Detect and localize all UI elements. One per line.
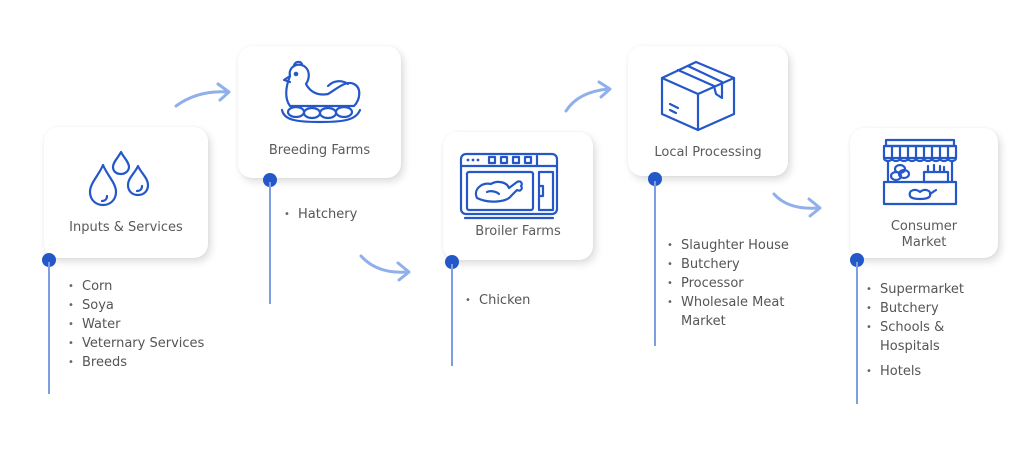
list-item: Butchery bbox=[667, 255, 807, 274]
stage-items-list: Slaughter House Butchery Processor Whole… bbox=[667, 236, 807, 331]
list-item: Breeds bbox=[68, 353, 204, 372]
oven-chicken-icon bbox=[459, 152, 559, 220]
market-stall-icon bbox=[882, 138, 958, 206]
water-drops-icon bbox=[88, 150, 150, 207]
timeline-dot bbox=[42, 253, 56, 267]
stage-title: Breeding Farms bbox=[268, 143, 371, 158]
stage-title: Broiler Farms bbox=[475, 224, 561, 239]
timeline-dot bbox=[648, 172, 662, 186]
flow-arrow-4-icon bbox=[772, 192, 822, 218]
list-item: Water bbox=[68, 315, 204, 334]
stage-title-line2: Market bbox=[901, 235, 947, 250]
stage-title-line1: Consumer bbox=[890, 219, 958, 234]
list-item: Processor bbox=[667, 274, 807, 293]
list-item: Hotels bbox=[866, 362, 991, 381]
list-item: Schools & Hospitals bbox=[866, 318, 991, 356]
stage-card-broiler-farms: Broiler Farms bbox=[443, 132, 593, 260]
stage-items-list: Corn Soya Water Veternary Services Breed… bbox=[68, 277, 204, 372]
timeline-dot bbox=[850, 253, 864, 267]
stage-items-list: Supermarket Butchery Schools & Hospitals… bbox=[866, 280, 991, 381]
stage-title: Local Processing bbox=[654, 145, 762, 160]
stage-card-breeding-farms: Breeding Farms bbox=[238, 46, 401, 178]
timeline-dot bbox=[263, 173, 277, 187]
timeline-dot bbox=[445, 255, 459, 269]
list-item: Wholesale Meat Market bbox=[667, 293, 807, 331]
flow-arrow-2-icon bbox=[359, 254, 411, 282]
list-item: Slaughter House bbox=[667, 236, 807, 255]
stage-items-list: Hatchery bbox=[284, 205, 357, 224]
timeline-line bbox=[48, 262, 50, 394]
timeline-line bbox=[269, 182, 271, 304]
stage-items-list: Chicken bbox=[465, 291, 530, 310]
list-item: Supermarket bbox=[866, 280, 991, 299]
list-item: Chicken bbox=[465, 291, 530, 310]
list-item: Hatchery bbox=[284, 205, 357, 224]
stage-card-inputs-services: Inputs & Services bbox=[44, 127, 208, 258]
stage-card-local-processing: Local Processing bbox=[628, 46, 788, 176]
flow-arrow-3-icon bbox=[564, 80, 612, 113]
hen-on-eggs-icon bbox=[280, 60, 362, 124]
list-item: Soya bbox=[68, 296, 204, 315]
stage-title: Inputs & Services bbox=[69, 220, 183, 235]
flow-arrow-1-icon bbox=[174, 82, 231, 108]
timeline-line bbox=[856, 262, 858, 404]
list-item: Veternary Services bbox=[68, 334, 204, 353]
package-box-icon bbox=[660, 60, 736, 132]
stage-card-consumer-market: Consumer Market bbox=[850, 128, 998, 258]
list-item: Corn bbox=[68, 277, 204, 296]
timeline-line bbox=[654, 181, 656, 346]
list-item: Butchery bbox=[866, 299, 991, 318]
timeline-line bbox=[451, 264, 453, 366]
